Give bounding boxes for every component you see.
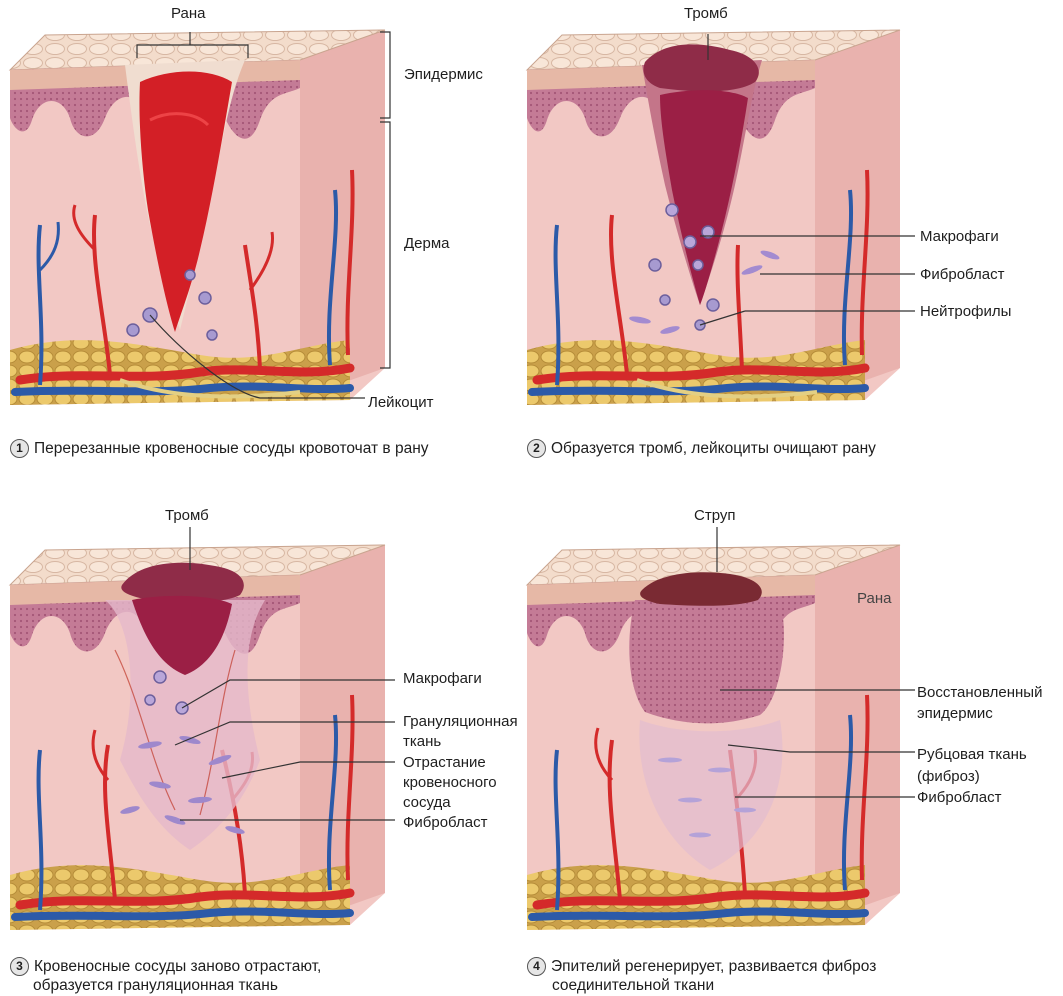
label-vessel-regrowth-3: сосуда	[403, 794, 451, 811]
skin-block-3	[8, 544, 386, 930]
caption-line: Перерезанные кровеносные сосуды кровоточ…	[34, 440, 429, 457]
label-fibroblast: Фибробласт	[917, 789, 1002, 806]
skin-block-4	[525, 544, 901, 930]
step-number-2: 2	[527, 439, 546, 458]
label-scab: Струп	[694, 507, 736, 524]
step-number-3: 3	[10, 957, 29, 976]
block-3-leaders	[174, 527, 395, 821]
block-1-leaders	[136, 31, 391, 399]
caption-panel-2: 2 Образуется тромб, лейкоциты очищают ран…	[527, 438, 876, 459]
caption-panel-3: 3 Кровеносные сосуды заново отрастают,	[10, 956, 321, 977]
label-dermis: Дерма	[404, 235, 450, 252]
caption-line: Эпителий регенерирует, развивается фибро…	[551, 958, 877, 975]
label-scar-tissue-2: (фиброз)	[917, 768, 980, 785]
block-2-leaders	[699, 34, 915, 326]
label-fibroblast: Фибробласт	[403, 814, 488, 831]
label-thrombus: Тромб	[165, 507, 209, 524]
caption-panel-1: 1 Перерезанные кровеносные сосуды кровото…	[10, 438, 429, 459]
label-vessel-regrowth-2: кровеносного	[403, 774, 497, 791]
caption-panel-4: 4 Эпителий регенерирует, развивается фибр…	[527, 956, 876, 977]
label-restored-epidermis-2: эпидермис	[917, 705, 993, 722]
caption-panel-3-line-2: образуется грануляционная ткань	[33, 977, 278, 994]
caption-line: Образуется тромб, лейкоциты очищают рану	[551, 440, 876, 457]
label-wound-side: Рана	[857, 590, 892, 607]
step-number-1: 1	[10, 439, 29, 458]
label-thrombus: Тромб	[684, 5, 728, 22]
caption-panel-4-line-2: соединительной ткани	[552, 977, 715, 994]
label-vessel-regrowth-1: Отрастание	[403, 754, 486, 771]
label-restored-epidermis-1: Восстановленный	[917, 684, 1043, 701]
label-granulation-2: ткань	[403, 733, 442, 750]
block-4-leaders	[716, 527, 915, 798]
skin-block-2	[525, 29, 901, 405]
label-granulation-1: Грануляционная	[403, 713, 518, 730]
label-epidermis: Эпидермис	[404, 66, 483, 83]
label-fibroblast: Фибробласт	[920, 266, 1005, 283]
step-number-4: 4	[527, 957, 546, 976]
label-scar-tissue-1: Рубцовая ткань	[917, 746, 1027, 763]
label-neutrophils: Нейтрофилы	[920, 303, 1012, 320]
label-leukocyte: Лейкоцит	[368, 394, 434, 411]
label-macrophages: Макрофаги	[920, 228, 999, 245]
caption-line: Кровеносные сосуды заново отрастают,	[34, 958, 322, 975]
label-wound: Рана	[171, 5, 206, 22]
skin-block-1	[8, 29, 386, 405]
label-macrophages: Макрофаги	[403, 670, 482, 687]
